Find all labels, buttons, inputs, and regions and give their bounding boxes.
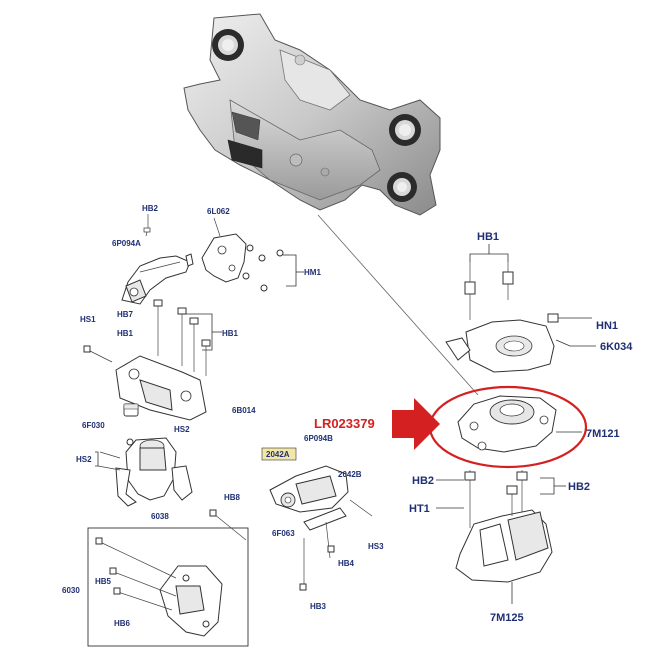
callout-part-number: LR023379 bbox=[314, 416, 375, 431]
label-hn1: HN1 bbox=[596, 320, 618, 332]
label-hb7: HB7 bbox=[117, 310, 134, 319]
label-hs1: HS1 bbox=[80, 315, 96, 324]
callout-arrow bbox=[392, 398, 440, 450]
label-hs2-a: HS2 bbox=[174, 425, 190, 434]
label-hb1-left-b: HB1 bbox=[222, 329, 239, 338]
label-hb8: HB8 bbox=[224, 493, 241, 502]
label-6k034: 6K034 bbox=[600, 341, 633, 353]
photo-leader-line bbox=[317, 214, 479, 396]
label-hb6: HB6 bbox=[114, 619, 131, 628]
mount-6P094B bbox=[261, 447, 373, 591]
label-hm1: HM1 bbox=[304, 268, 321, 277]
label-2042b: 2042B bbox=[338, 470, 362, 479]
label-6p094b: 6P094B bbox=[304, 434, 333, 443]
label-hb5: HB5 bbox=[95, 577, 112, 586]
mount-lower-7M125 bbox=[436, 470, 566, 604]
label-6f030: 6F030 bbox=[82, 421, 105, 430]
mount-7M121 bbox=[457, 395, 582, 453]
engine-mount-6B014 bbox=[83, 299, 222, 421]
label-2042a: 2042A bbox=[266, 450, 290, 459]
assembly-box-6030 bbox=[87, 527, 249, 647]
label-6p094a: 6P094A bbox=[112, 239, 141, 248]
label-6b014: 6B014 bbox=[232, 406, 256, 415]
label-hb2-right-b: HB2 bbox=[568, 481, 590, 493]
label-hs3: HS3 bbox=[368, 542, 384, 551]
label-6030: 6030 bbox=[62, 586, 80, 595]
mount-upper-6K034 bbox=[445, 244, 596, 373]
mount-bracket-photo bbox=[183, 13, 441, 216]
label-ht1: HT1 bbox=[409, 503, 430, 515]
label-7m125: 7M125 bbox=[490, 612, 524, 624]
label-hb1-left-a: HB1 bbox=[117, 329, 134, 338]
label-7m121: 7M121 bbox=[586, 428, 620, 440]
label-6f063: 6F063 bbox=[272, 529, 295, 538]
label-hb2-right-a: HB2 bbox=[412, 475, 434, 487]
label-hb3: HB3 bbox=[310, 602, 327, 611]
label-6l062: 6L062 bbox=[207, 207, 230, 216]
label-hb1-right: HB1 bbox=[477, 231, 499, 243]
label-6038: 6038 bbox=[151, 512, 169, 521]
bracket-6L062 bbox=[201, 217, 304, 292]
labels-layer: HB2 6L062 6P094A HM1 HS1 HB7 HB1 HB1 6B0… bbox=[62, 204, 633, 628]
bolt-hb8 bbox=[209, 509, 247, 541]
label-hb4: HB4 bbox=[338, 559, 355, 568]
label-hs2-b: HS2 bbox=[76, 455, 92, 464]
mount-6038 bbox=[95, 437, 193, 507]
torque-link-assembly bbox=[121, 214, 194, 305]
label-hb2-top: HB2 bbox=[142, 204, 159, 213]
